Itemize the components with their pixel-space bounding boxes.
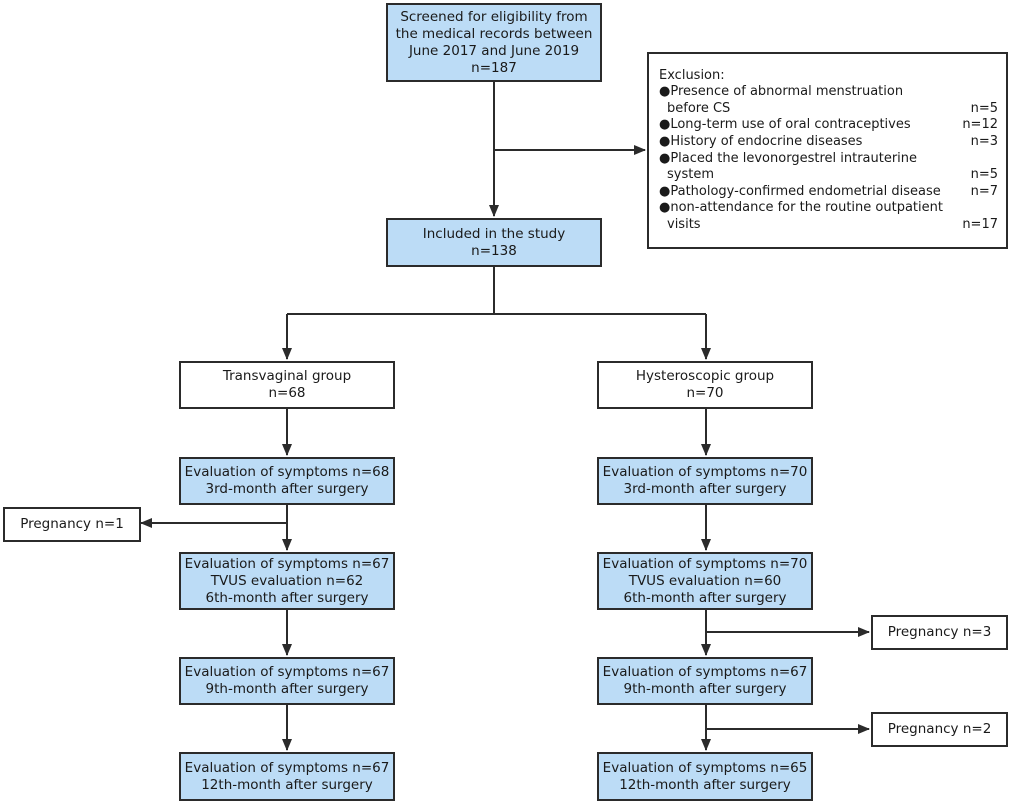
box-text-line: n=187 [471, 59, 517, 76]
exclusion-reason: ●History of endocrine diseases [659, 133, 863, 149]
pregnancy-box-hyst-6m: Pregnancy n=3 [871, 615, 1008, 650]
pregnancy-box-trans-3m: Pregnancy n=1 [3, 507, 141, 542]
pregnancy-box-hyst-9m: Pregnancy n=2 [871, 712, 1008, 747]
box-text-line: 12th-month after surgery [619, 776, 791, 793]
exclusion-row: before CS n=5 [659, 101, 998, 118]
exclusion-reason: before CS [667, 100, 731, 116]
exclusion-reason: ●Pathology-confirmed endometrial disease [659, 183, 941, 199]
box-text-line: Evaluation of symptoms n=67 [184, 555, 390, 572]
box-text-line: TVUS evaluation n=60 [628, 572, 782, 589]
exclusion-row: ●Long-term use of oral contraceptives n=1… [659, 117, 998, 134]
exclusion-box: Exclusion: ●Presence of abnormal menstru… [647, 52, 1008, 249]
box-text-line: Evaluation of symptoms n=70 [602, 555, 808, 572]
box-text-line: n=68 [268, 385, 306, 401]
exclusion-row: ●Placed the levonorgestrel intrauterine [659, 151, 998, 168]
exclusion-row: ●Presence of abnormal menstruation [659, 84, 998, 101]
exclusion-title: Exclusion: [659, 67, 725, 83]
box-text-line: Evaluation of symptoms n=67 [184, 759, 390, 776]
exclusion-count: n=17 [962, 216, 998, 232]
exclusion-row: system n=5 [659, 167, 998, 184]
exclusion-count: n=7 [970, 183, 998, 199]
box-text-line: Evaluation of symptoms n=67 [184, 664, 390, 680]
box-text-line: 3rd-month after surgery [623, 481, 787, 497]
exclusion-count: n=12 [962, 117, 998, 133]
box-text-line: Included in the study [422, 225, 566, 242]
exclusion-reason: visits [667, 216, 701, 232]
box-text-line: 3rd-month after surgery [205, 481, 369, 497]
exclusion-row: ●non-attendance for the routine outpatie… [659, 200, 998, 217]
box-text-line: Transvaginal group [222, 368, 352, 384]
exclusion-row: ●Pathology-confirmed endometrial disease… [659, 184, 998, 201]
exclusion-count: n=3 [970, 133, 998, 149]
exclusion-reason: ●Placed the levonorgestrel intrauterine [659, 150, 918, 166]
box-text-line: TVUS evaluation n=62 [210, 572, 364, 589]
exclusion-row: visits n=17 [659, 217, 998, 234]
box-text-line: 6th-month after surgery [205, 589, 369, 606]
exclusion-reason: ●Long-term use of oral contraceptives [659, 117, 911, 133]
box-text-line: 12th-month after surgery [201, 776, 373, 793]
box-text-line: Evaluation of symptoms n=67 [602, 664, 808, 680]
box-text-line: Evaluation of symptoms n=70 [602, 464, 808, 480]
exclusion-reason: system [667, 167, 714, 183]
box-text-line: Pregnancy n=3 [887, 624, 992, 640]
exclusion-count: n=5 [970, 167, 998, 183]
box-text-line: June 2017 and June 2019 [408, 42, 580, 59]
box-text-line: the medical records between [395, 25, 593, 42]
exclusion-reason: ●Presence of abnormal menstruation [659, 84, 904, 100]
box-text-line: Evaluation of symptoms n=65 [602, 759, 808, 776]
box-text-line: n=70 [686, 385, 724, 401]
box-text-line: Pregnancy n=2 [887, 721, 992, 737]
exclusion-reason: ●non-attendance for the routine outpatie… [659, 200, 943, 216]
box-text-line: 9th-month after surgery [623, 681, 787, 697]
box-text-line: Evaluation of symptoms n=68 [184, 464, 390, 480]
box-text-line: 9th-month after surgery [205, 681, 369, 697]
exclusion-row: ●History of endocrine diseases n=3 [659, 134, 998, 151]
box-text-line: Pregnancy n=1 [20, 516, 124, 532]
box-text-line: 6th-month after surgery [623, 589, 787, 606]
exclusion-count: n=5 [970, 100, 998, 116]
box-text-line: Screened for eligibility from [400, 8, 588, 25]
box-text-line: n=138 [471, 242, 517, 259]
box-text-line: Hysteroscopic group [635, 368, 775, 384]
